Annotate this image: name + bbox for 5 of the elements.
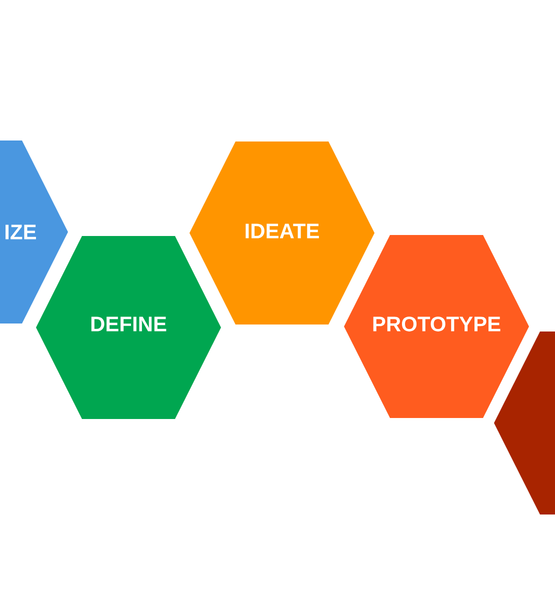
hexagon: [494, 332, 555, 514]
hexagon: DEFINE: [36, 236, 221, 419]
hexagon: IDEATE: [190, 142, 374, 324]
hexagon: IZE: [0, 140, 68, 324]
hexagon: PROTOTYPE: [344, 235, 529, 418]
